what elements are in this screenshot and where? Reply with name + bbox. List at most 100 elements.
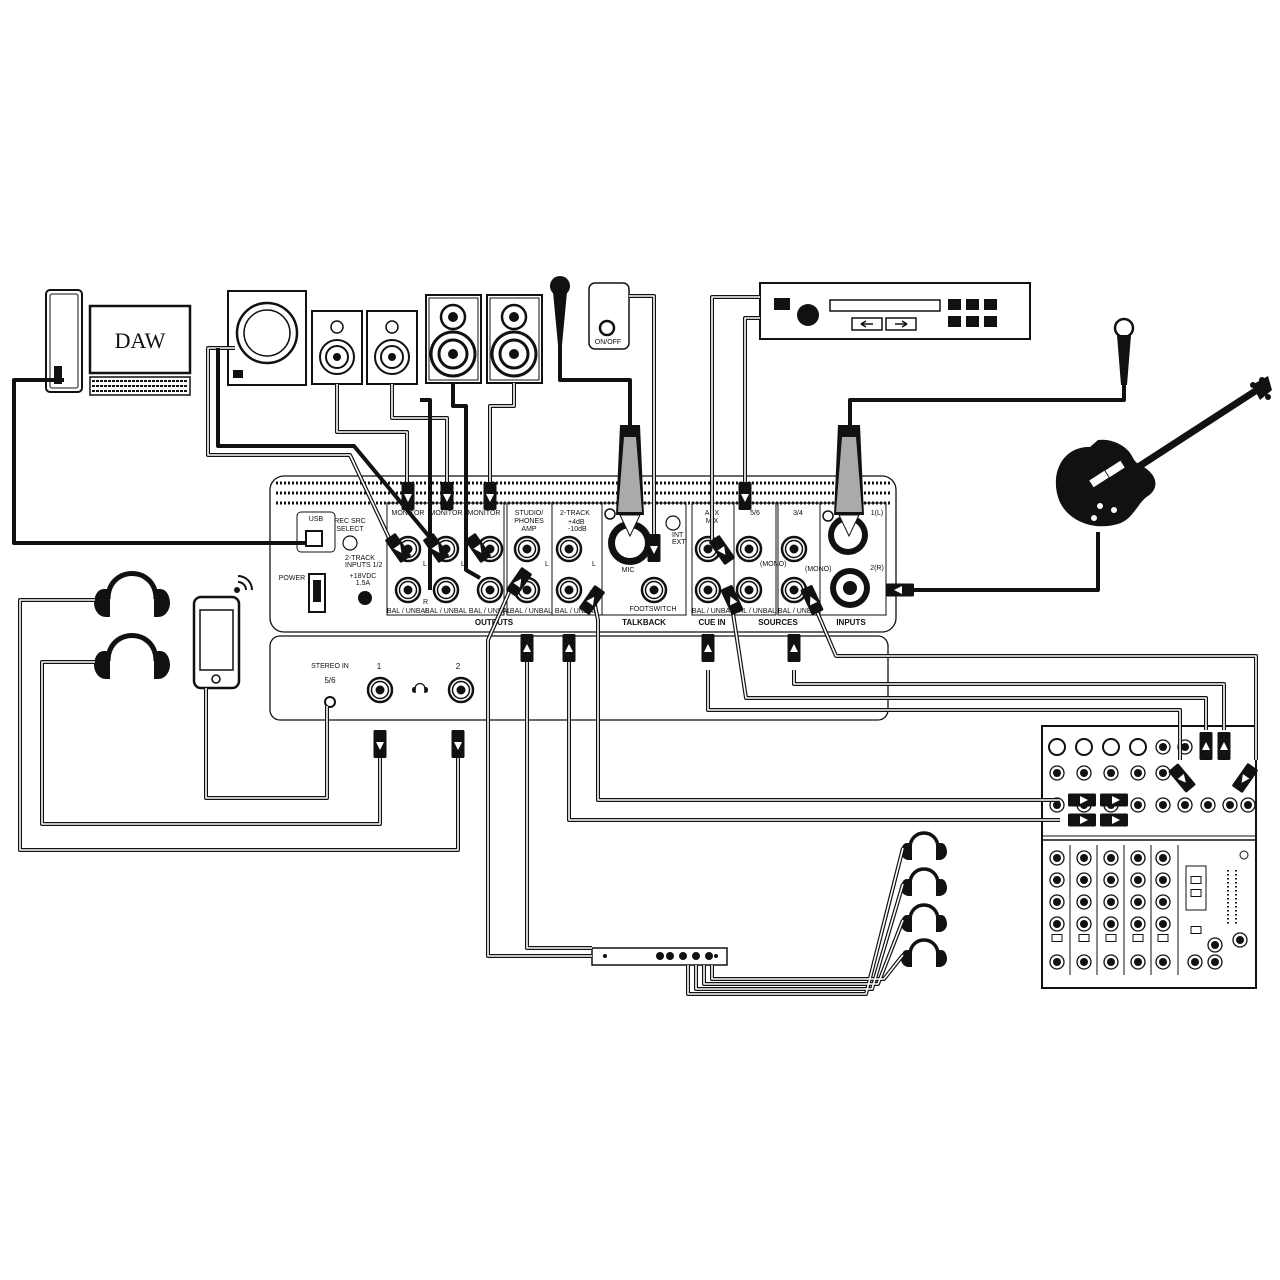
talkback-xlr-jack[interactable] bbox=[604, 508, 652, 565]
monitor-b-right-jack[interactable] bbox=[432, 576, 460, 604]
section-talkback: TALKBACK bbox=[622, 618, 666, 627]
vocal-microphone-icon bbox=[1113, 317, 1135, 385]
plug-footswitch bbox=[647, 534, 661, 562]
l-marker-4: L bbox=[592, 561, 596, 568]
dc-label-1: +18VDC bbox=[350, 573, 377, 580]
talkback-select-button[interactable] bbox=[665, 515, 681, 531]
speaker-4-icon bbox=[486, 294, 543, 384]
guitar-cable bbox=[900, 532, 1100, 592]
plug-mixer-6 bbox=[1217, 732, 1231, 760]
talkback-int-label: INT bbox=[672, 532, 684, 539]
front-stereo-in-label-2: 5/6 bbox=[324, 676, 336, 685]
bal-unbal-4: BAL / UNBAL bbox=[510, 608, 552, 615]
headphones-icon-1 bbox=[94, 574, 170, 618]
headphones-icon-5 bbox=[899, 903, 949, 934]
front-stereo-in-label-1: STEREO IN bbox=[311, 663, 349, 670]
plug-front-phones-2 bbox=[451, 730, 465, 758]
input-2-label: 2(R) bbox=[870, 565, 884, 572]
input-1-label: 1(L) bbox=[871, 510, 883, 517]
speaker-3-cable bbox=[451, 383, 481, 580]
plug-mixer-5 bbox=[1199, 732, 1213, 760]
plug-source-left bbox=[787, 634, 801, 662]
l-marker-3: L bbox=[545, 561, 549, 568]
source-56-left-jack[interactable] bbox=[735, 535, 763, 563]
front-stereo-in-jack[interactable] bbox=[324, 696, 336, 708]
rack-cable-2 bbox=[743, 316, 760, 485]
section-sources: SOURCES bbox=[758, 618, 798, 627]
level-plus-label: +4dB bbox=[568, 519, 585, 526]
plug-guitar bbox=[886, 583, 914, 597]
plug-twotrack-left bbox=[562, 634, 576, 662]
headphone-amp-icon bbox=[591, 947, 728, 966]
interface-rear-panel: USB REC SRC SELECT 2-TRACK INPUTS 1/2 PO… bbox=[269, 475, 897, 633]
monitor-label-3: MONITOR bbox=[468, 510, 501, 517]
source-56-label: 5/6 bbox=[750, 510, 760, 517]
subwoofer-speaker-icon bbox=[227, 290, 307, 386]
speaker-3-icon bbox=[425, 294, 482, 384]
front-phones-1-jack[interactable] bbox=[366, 676, 394, 704]
rec-src-select-button[interactable] bbox=[342, 535, 358, 551]
plug-mixer-4 bbox=[1100, 813, 1128, 827]
studio-label-3: AMP bbox=[521, 526, 537, 533]
mixer-icon bbox=[1041, 725, 1257, 989]
section-inputs: INPUTS bbox=[836, 618, 866, 627]
rec-src-option-inputs: INPUTS 1/2 bbox=[345, 562, 382, 569]
headphones-icon-2 bbox=[94, 636, 170, 680]
speaker-2-cable bbox=[390, 384, 449, 485]
plug-monitor-c bbox=[483, 482, 497, 510]
bal-unbal-2: BAL / UNBAL bbox=[425, 608, 467, 615]
plug-mixer-1 bbox=[1068, 793, 1096, 807]
headphones-icon-6 bbox=[899, 938, 949, 969]
l-marker-2: L bbox=[461, 561, 465, 568]
bal-unbal-5: BAL / UNBAL bbox=[555, 608, 597, 615]
source-34-label: 3/4 bbox=[793, 510, 803, 517]
mono-label-56: (MONO) bbox=[760, 561, 786, 568]
bal-unbal-7: BAL / UNBAL bbox=[734, 608, 776, 615]
monitor-c-right-jack[interactable] bbox=[476, 576, 504, 604]
speaker-4-cable bbox=[488, 383, 516, 485]
level-minus-label: -10dB bbox=[568, 526, 587, 533]
talkback-box-switch[interactable] bbox=[598, 319, 616, 337]
headphones-icon-4 bbox=[899, 867, 949, 898]
computer-tower-icon bbox=[45, 289, 83, 393]
plug-monitor-b bbox=[440, 482, 454, 510]
twotrack-left-jack[interactable] bbox=[555, 535, 583, 563]
l-marker-1: L bbox=[423, 561, 427, 568]
usb-label: USB bbox=[309, 516, 324, 523]
input-mic-cable bbox=[848, 385, 1126, 428]
computer-monitor-icon: DAW bbox=[88, 304, 192, 375]
studio-left-jack[interactable] bbox=[513, 535, 541, 563]
bal-unbal-1: BAL / UNBAL bbox=[387, 608, 429, 615]
speaker-1-icon bbox=[311, 310, 363, 385]
studio-label-2: PHONES bbox=[514, 518, 544, 525]
source-56-right-jack[interactable] bbox=[735, 576, 763, 604]
studio-label-1: STUDIO/ bbox=[515, 510, 543, 517]
talkback-switch-box: ON/OFF bbox=[588, 282, 630, 350]
plug-monitor-a bbox=[401, 482, 415, 510]
monitor-a-right-jack[interactable] bbox=[394, 576, 422, 604]
twotrack-label: 2-TRACK bbox=[560, 510, 590, 517]
footswitch-jack[interactable] bbox=[640, 576, 668, 604]
cue-right-jack[interactable] bbox=[694, 576, 722, 604]
twotrack-right-jack[interactable] bbox=[555, 576, 583, 604]
source-34-left-jack[interactable] bbox=[780, 535, 808, 563]
usb-port[interactable] bbox=[305, 530, 323, 547]
speaker-2-icon bbox=[366, 310, 418, 385]
plug-front-phones-1 bbox=[373, 730, 387, 758]
dc-power-jack[interactable] bbox=[358, 591, 372, 605]
keyboard-icon bbox=[89, 376, 191, 396]
input-xlr-plug bbox=[834, 425, 864, 538]
microphone-icon bbox=[550, 276, 570, 345]
front-phones-2-label: 2 bbox=[456, 662, 461, 671]
power-label: POWER bbox=[279, 575, 305, 582]
monitor-label-2: MONITOR bbox=[430, 510, 463, 517]
wireless-icon bbox=[234, 575, 253, 593]
input-2-combo-jack[interactable] bbox=[830, 568, 870, 608]
plug-rack-2 bbox=[738, 482, 752, 510]
talkback-ext-label: EXT bbox=[672, 539, 686, 546]
front-phones-2-jack[interactable] bbox=[447, 676, 475, 704]
front-phones-1-label: 1 bbox=[377, 662, 382, 671]
r-marker-1: R bbox=[423, 599, 428, 606]
daw-screen-text: DAW bbox=[115, 328, 166, 353]
